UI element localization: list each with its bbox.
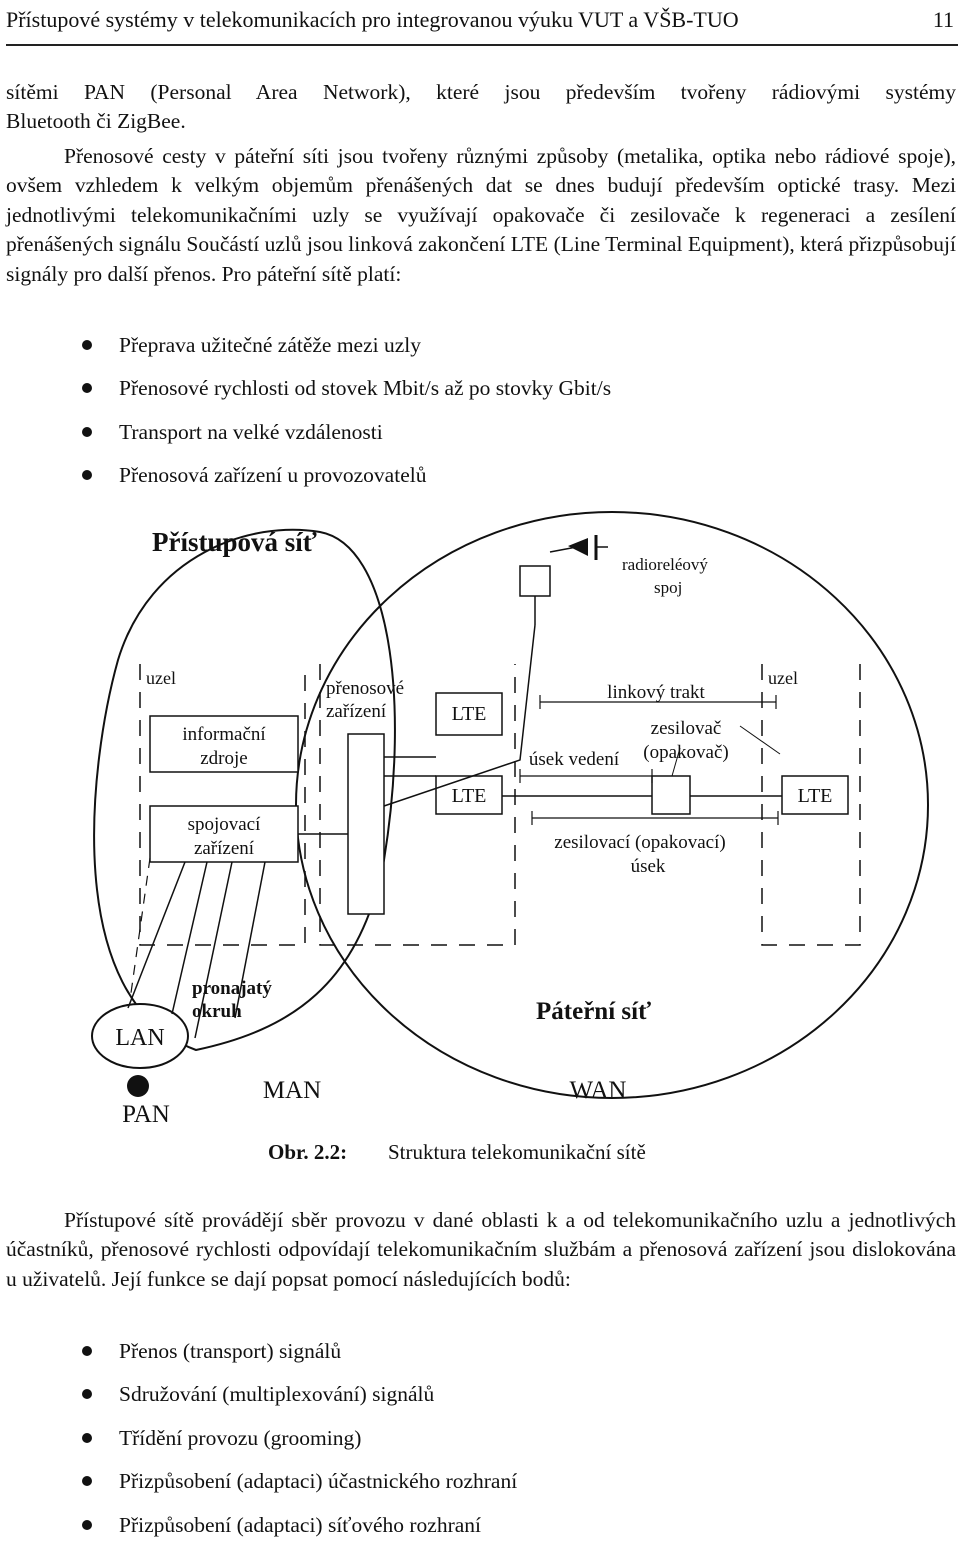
list-item: Přenosová zařízení u provozovatelů <box>0 460 900 490</box>
info-sources-label: informační <box>182 724 266 745</box>
subscriber-line <box>234 861 266 1019</box>
antenna-icon <box>568 538 588 556</box>
list-item: Přenosové rychlosti od stovek Mbit/s až … <box>0 373 900 403</box>
paragraph-continuation: sítěmi PAN (Personal Area Network), kter… <box>6 78 956 137</box>
list-item-text: Přizpůsobení (adaptaci) síťového rozhran… <box>119 1513 482 1537</box>
list-item-text: Přizpůsobení (adaptaci) účastnického roz… <box>119 1469 518 1493</box>
switching-label: spojovací <box>188 814 262 835</box>
subscriber-line <box>194 861 233 1039</box>
list-item-text: Transport na velké vzdálenosti <box>119 420 383 444</box>
backbone-ellipse <box>295 511 929 1099</box>
radio-link-label: spoj <box>654 578 682 597</box>
lte-right-box <box>781 775 849 815</box>
list-item-text: Sdružování (multiplexování) signálů <box>119 1382 435 1406</box>
header-title: Přístupové systémy v telekomunikacích pr… <box>6 7 739 32</box>
radio-relay-box <box>519 565 551 597</box>
node-left-label: uzel <box>146 668 176 688</box>
list-item: Přizpůsobení (adaptaci) síťového rozhran… <box>0 1510 900 1540</box>
paragraph-backbone: Přenosové cesty v páteřní síti jsou tvoř… <box>6 144 956 286</box>
backbone-label: Páteřní síť <box>536 998 651 1025</box>
list-item-text: Přeprava užitečné zátěže mezi uzly <box>119 333 422 357</box>
page-header: Přístupové systémy v telekomunikacích pr… <box>6 4 958 40</box>
bullet-dot <box>82 1433 92 1443</box>
transmission-label: zařízení <box>326 701 387 722</box>
switching-box <box>149 805 299 863</box>
lan-ellipse <box>91 1003 189 1069</box>
pan-dot <box>127 1075 149 1097</box>
line-path-label: linkový trakt <box>607 682 705 703</box>
figure-caption-label: Obr. 2.2: <box>268 1140 347 1164</box>
lte-lower-label: LTE <box>452 785 487 807</box>
bullet-dot <box>82 340 92 350</box>
amplifier-label: zesilovač <box>651 718 722 739</box>
list-item-text: Třídění provozu (grooming) <box>119 1426 362 1450</box>
amp-section-label: zesilovací (opakovací) <box>554 832 725 853</box>
list-item: Přizpůsobení (adaptaci) účastnického roz… <box>0 1466 900 1496</box>
leased-circuit-label: okruh <box>192 1001 242 1022</box>
line-section-label: úsek vedení <box>529 749 620 770</box>
access-network-label: Přístupová síť <box>152 527 317 557</box>
lte-upper-box <box>435 692 503 736</box>
lte-lower-box <box>435 775 503 815</box>
switching-label: zařízení <box>194 838 255 859</box>
leased-circuit-label: pronajatý <box>192 978 272 999</box>
amp-section-label: úsek <box>631 856 666 877</box>
paragraph-line: Bluetooth či ZigBee. <box>6 109 186 134</box>
list-item: Třídění provozu (grooming) <box>0 1423 900 1453</box>
paragraph-line: sítěmi PAN (Personal Area Network), kter… <box>6 80 956 104</box>
transmission-equipment-box <box>347 733 385 915</box>
bullet-dot <box>82 1389 92 1399</box>
info-sources-label: zdroje <box>200 748 247 769</box>
list-item-text: Přenosové rychlosti od stovek Mbit/s až … <box>119 376 612 400</box>
lte-upper-label: LTE <box>452 703 487 725</box>
left-node-frame <box>139 664 306 946</box>
transmission-frame <box>319 664 516 946</box>
info-sources-box <box>149 715 299 773</box>
man-label: MAN <box>263 1077 321 1104</box>
access-network-outline <box>93 528 396 1052</box>
subscriber-line <box>127 861 186 1009</box>
subscriber-line <box>171 861 208 1015</box>
network-structure-diagram: Přístupová síť radioreléový spoj uzel uz… <box>91 511 929 1164</box>
list-item: Sdružování (multiplexování) signálů <box>0 1379 900 1409</box>
pan-label: PAN <box>122 1101 170 1128</box>
transmission-label: přenosové <box>326 678 404 699</box>
paragraph-access: Přístupové sítě provádějí sběr provozu v… <box>6 1208 956 1291</box>
node-right-label: uzel <box>768 668 798 688</box>
header-rule <box>6 44 958 46</box>
list-item-text: Přenos (transport) signálů <box>119 1339 342 1363</box>
bullet-dot <box>82 1476 92 1486</box>
page-number: 11 <box>932 7 954 32</box>
list-item: Přenos (transport) signálů <box>0 1336 900 1366</box>
right-node-frame <box>761 664 861 946</box>
figure-caption-text: Struktura telekomunikační sítě <box>388 1140 646 1164</box>
radio-relay-cable <box>383 624 536 807</box>
bullet-dot <box>82 1520 92 1530</box>
amplifier-box <box>651 775 691 815</box>
bullet-dot <box>82 470 92 480</box>
bullet-dot <box>82 1346 92 1356</box>
list-item: Transport na velké vzdálenosti <box>0 417 900 447</box>
list-item: Přeprava užitečné zátěže mezi uzly <box>0 330 900 360</box>
list-item-text: Přenosová zařízení u provozovatelů <box>119 463 427 487</box>
lte-right-label: LTE <box>798 785 833 807</box>
lan-label: LAN <box>115 1025 164 1051</box>
amplifier-label: (opakovač) <box>643 742 728 763</box>
bullet-dot <box>82 383 92 393</box>
bullet-dot <box>82 427 92 437</box>
wan-label: WAN <box>570 1077 627 1104</box>
radio-link-label: radioreléový <box>622 555 708 574</box>
